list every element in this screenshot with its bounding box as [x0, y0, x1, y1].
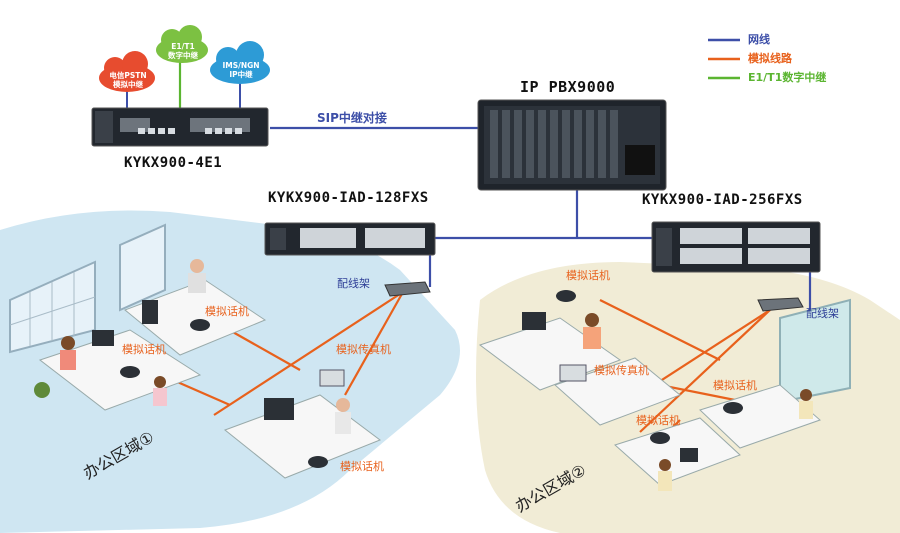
office2-people — [583, 313, 813, 491]
legend-analog-label: 模拟线路 — [748, 52, 792, 65]
glass-wall-right — [779, 298, 851, 404]
cloud-e1t1-line1: E1/T1 — [171, 42, 195, 51]
pbx-chassis — [477, 99, 667, 191]
cloud-ims-line1: IMS/NGN — [222, 61, 260, 70]
patch-panel-left-label: 配线架 — [337, 277, 370, 290]
iad128-device — [264, 222, 436, 256]
pbx-label: IP PBX9000 — [520, 78, 616, 96]
legend-swatches — [708, 38, 740, 80]
legend-e1t1-label: E1/T1数字中继 — [748, 71, 827, 84]
cloud-e1t1-line2: 数字中继 — [168, 50, 198, 60]
iad256-label: KYKX900-IAD-256FXS — [642, 192, 803, 208]
gateway-device — [91, 107, 269, 147]
gateway-label: KYKX900-4E1 — [124, 155, 223, 171]
office1-fax-label: 模拟传真机 — [336, 343, 391, 356]
legend-network-label: 网线 — [748, 33, 770, 46]
office2-phone-a-label: 模拟话机 — [566, 269, 610, 282]
sip-trunk-label: SIP中继对接 — [317, 111, 387, 125]
office2-fax-label: 模拟传真机 — [594, 364, 649, 377]
iad256-device — [651, 221, 821, 273]
cloud-e1t1 — [156, 25, 208, 63]
office2-equipment — [522, 290, 743, 462]
office1-equipment — [92, 300, 345, 468]
iad128-label: KYKX900-IAD-128FXS — [268, 190, 429, 206]
cloud-pstn-line1: 电信PSTN — [109, 71, 147, 80]
patch-panel-right-label: 配线架 — [806, 307, 839, 320]
cloud-pstn-line2: 模拟中继 — [113, 79, 143, 89]
patch-panel-right — [757, 297, 804, 312]
office1-phone-a-label: 模拟话机 — [205, 305, 249, 318]
office2-phone-b-label: 模拟话机 — [713, 379, 757, 392]
office1-people — [34, 259, 351, 434]
cloud-pstn-text: 电信PSTN 模拟中继 — [102, 71, 154, 89]
cloud-e1t1-text: E1/T1 数字中继 — [160, 42, 206, 60]
cloud-ims-text: IMS/NGN IP中继 — [213, 61, 269, 79]
patch-panel-left — [384, 281, 431, 297]
cloud-ims — [210, 41, 270, 84]
office2-phone-c-label: 模拟话机 — [636, 414, 680, 427]
office1-phone-b-label: 模拟话机 — [122, 343, 166, 356]
cloud-pstn — [99, 51, 155, 92]
office1-phone-c-label: 模拟话机 — [340, 460, 384, 473]
cloud-ims-line2: IP中继 — [229, 69, 253, 79]
